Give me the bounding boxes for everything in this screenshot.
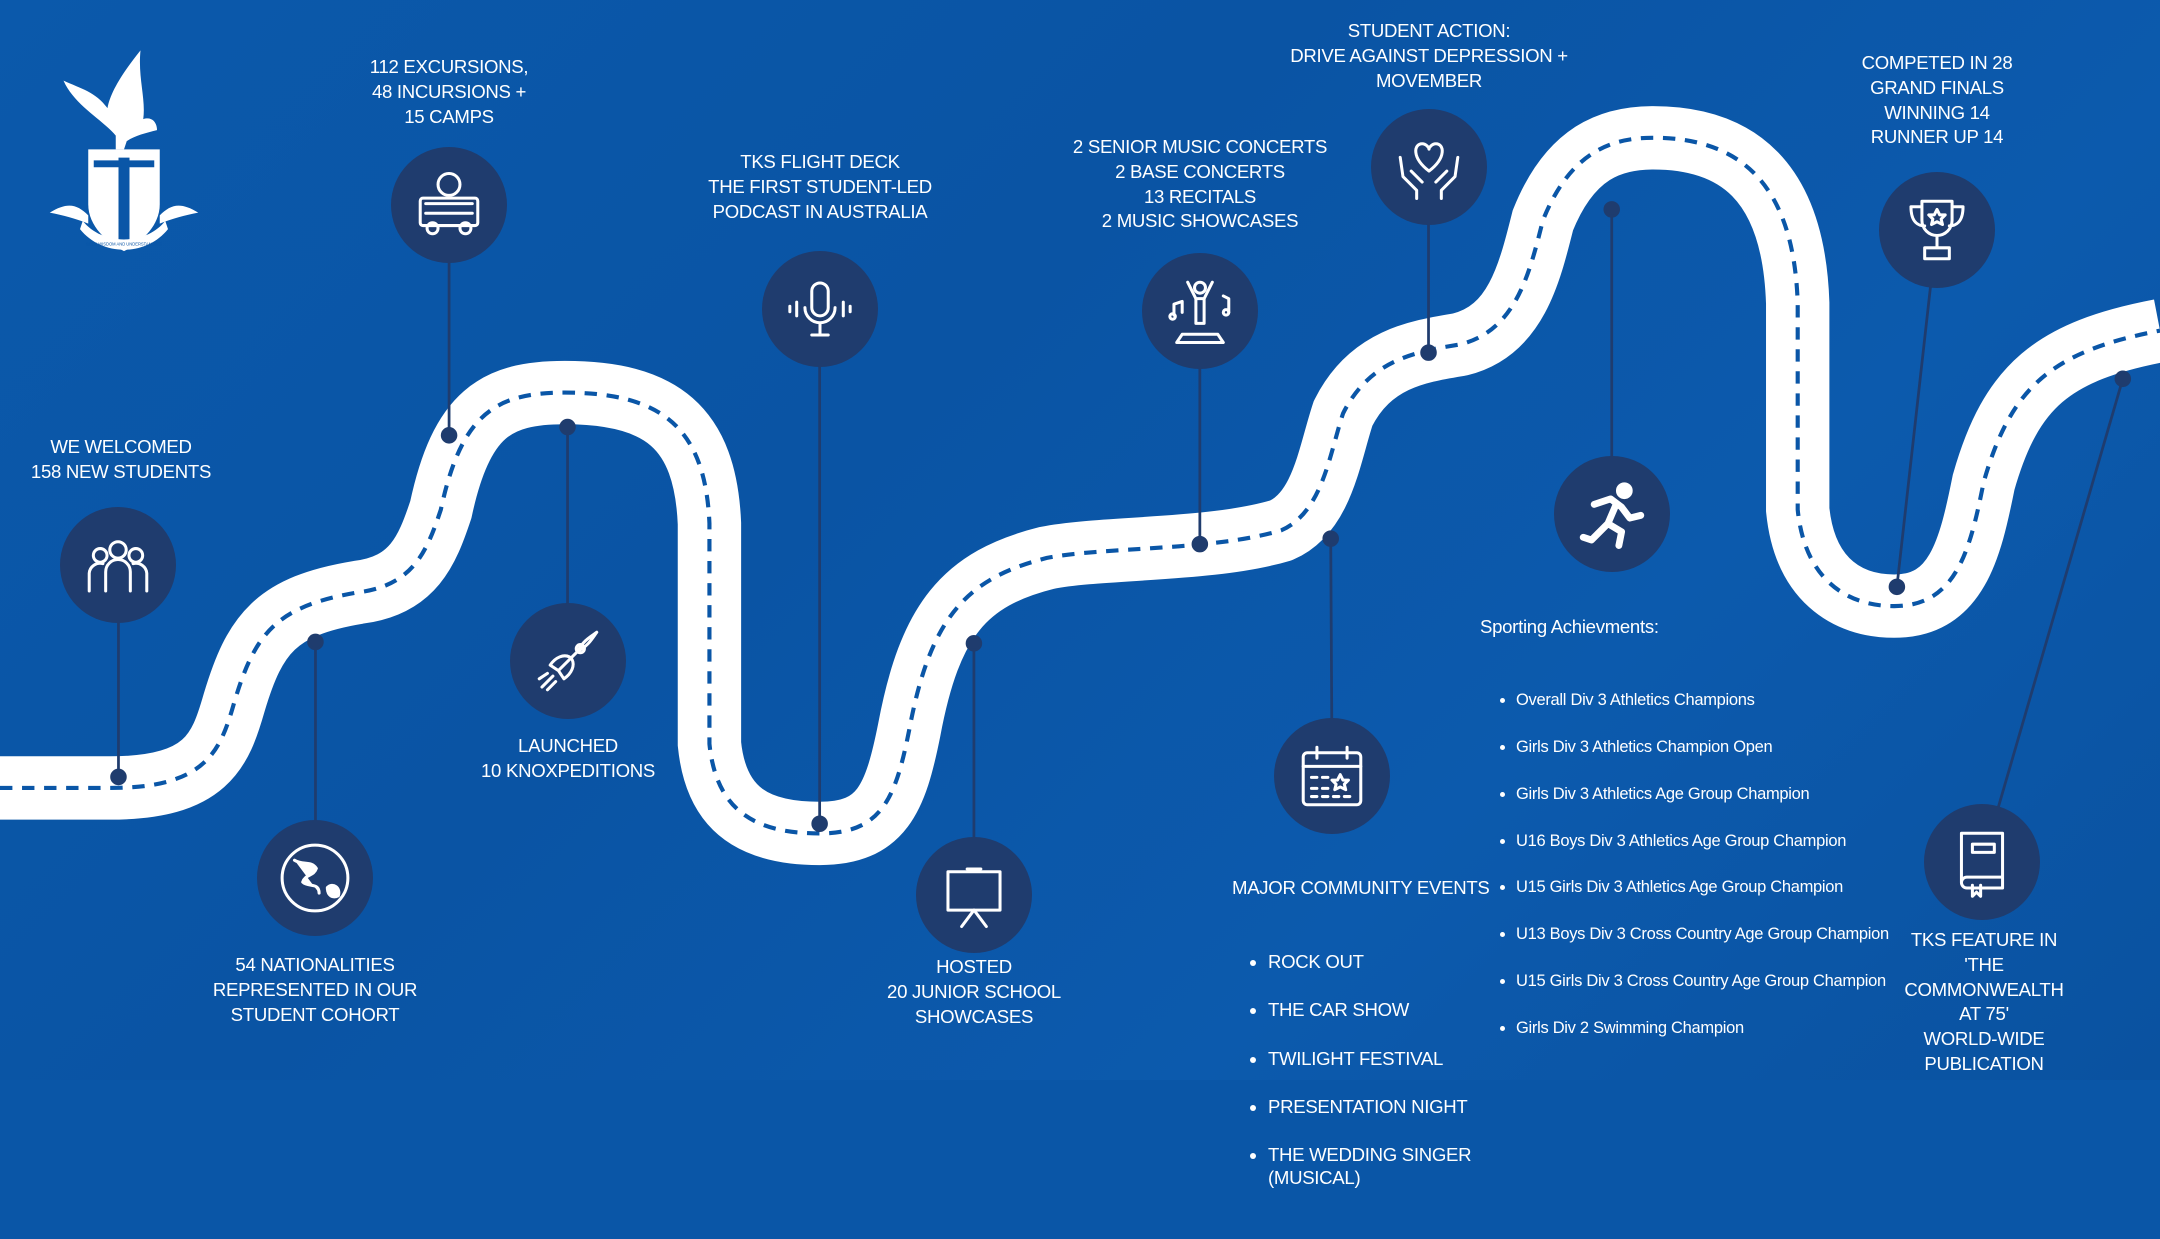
milestone-launched: LAUNCHED 10 KNOXPEDITIONS [481,735,655,781]
logo-motto: SEEK WISDOM AND UNDERSTANDING [86,242,162,247]
sporting-item: U15 Girls Div 3 Athletics Age Group Cham… [1516,876,1889,898]
book-icon [1924,804,2040,920]
school-crest-logo: SEEK WISDOM AND UNDERSTANDING [49,50,199,252]
timeline-infographic: SEEK WISDOM AND UNDERSTANDING WE WELCOME… [0,0,2160,1080]
community-item: ROCK OUT [1268,950,1490,973]
milestone-student-action: STUDENT ACTION: DRIVE AGAINST DEPRESSION… [1290,20,1568,91]
community-item: PRESENTATION NIGHT [1268,1095,1490,1118]
sporting-item: U13 Boys Div 3 Cross Country Age Group C… [1516,923,1889,945]
community-item: THE WEDDING SINGER (MUSICAL) [1268,1143,1490,1190]
milestone-music: 2 SENIOR MUSIC CONCERTS 2 BASE CONCERTS … [1072,136,1328,232]
milestone-welcomed: WE WELCOMED 158 NEW STUDENTS [30,436,212,482]
heart-hands-icon [1371,109,1487,225]
runner-icon [1554,456,1670,572]
microphone-icon [762,251,878,367]
sporting-title: Sporting Achievments: [1480,615,1659,637]
road-dashes [0,135,2160,836]
community-item: THE CAR SHOW [1268,998,1490,1021]
milestone-podcast: TKS FLIGHT DECK THE FIRST STUDENT-LED PO… [708,151,932,222]
sporting-item: Girls Div 2 Swimming Champion [1516,1017,1889,1039]
sporting-item: Overall Div 3 Athletics Champions [1516,689,1889,711]
milestone-sporting: Sporting Achievments: Overall Div 3 Athl… [1480,590,1889,1088]
milestone-excursions: 112 EXCURSIONS, 48 INCURSIONS + 15 CAMPS [369,56,529,127]
sporting-item: U15 Girls Div 3 Cross Country Age Group … [1516,970,1889,992]
sporting-item: U16 Boys Div 3 Athletics Age Group Champ… [1516,830,1889,852]
milestone-community-events: MAJOR COMMUNITY EVENTS ROCK OUT THE CAR … [1232,851,1490,1239]
milestone-nationalities: 54 NATIONALITIES REPRESENTED IN OUR STUD… [212,954,418,1025]
milestone-grand-finals: COMPETED IN 28 GRAND FINALS WINNING 14 R… [1861,52,2013,148]
sporting-item: Girls Div 3 Athletics Champion Open [1516,736,1889,758]
milestone-hosted: HOSTED 20 JUNIOR SCHOOL SHOWCASES [887,956,1061,1027]
globe-icon [257,820,373,936]
presentation-screen-icon [916,837,1032,953]
sporting-item: Girls Div 3 Athletics Age Group Champion [1516,783,1889,805]
community-title: MAJOR COMMUNITY EVENTS [1232,876,1490,898]
milestone-feature: TKS FEATURE IN 'THE COMMONWEALTH AT 75' … [1904,929,2064,1074]
music-performer-icon [1142,253,1258,369]
community-item: TWILIGHT FESTIVAL [1268,1047,1490,1070]
people-icon [60,507,176,623]
bus-icon [391,147,507,263]
calendar-icon [1274,718,1390,834]
trophy-icon [1879,172,1995,288]
rocket-icon [510,603,626,719]
